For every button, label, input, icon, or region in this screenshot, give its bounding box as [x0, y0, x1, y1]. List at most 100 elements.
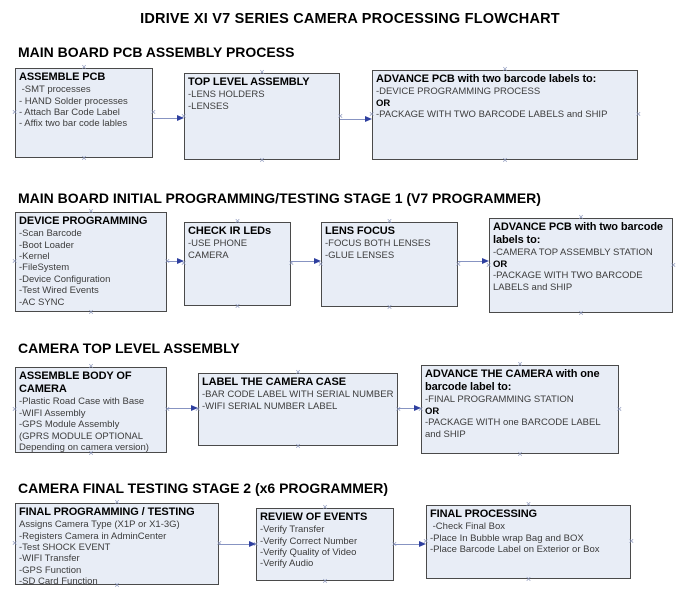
box-item: -Verify Audio: [260, 558, 314, 570]
box-item: -Kernel: [19, 250, 50, 262]
box-title: REVIEW OF EVENTS: [260, 511, 368, 523]
arrowhead-icon: [414, 405, 421, 411]
box-assemble-body-of-camera: ASSEMBLE BODY OF CAMERA -Plastic Road Ca…: [15, 367, 167, 453]
box-item: - Attach Bar Code Label: [19, 106, 120, 118]
box-item: Assigns Camera Type (X1P or X1-3G): [19, 519, 180, 531]
box-items: -Verify Transfer-Verify Correct Number-V…: [257, 524, 393, 570]
box-device-programming: DEVICE PROGRAMMING -Scan Barcode-Boot Lo…: [15, 212, 167, 312]
box-advance-pcb-two-labels: ADVANCE PCB with two barcode labels to: …: [372, 70, 638, 160]
box-item: -Plastic Road Case with Base: [19, 396, 145, 408]
box-item: -FINAL PROGRAMMING STATION: [425, 394, 574, 406]
box-advance-camera-one-label: ADVANCE THE CAMERA with one barcode labe…: [421, 365, 619, 454]
box-item: -GPS Module Assembly: [19, 419, 120, 431]
arrowhead-icon: [249, 541, 256, 547]
box-items: -Check Final Box-Place In Bubble wrap Ba…: [427, 521, 630, 555]
connection-point-marker: [526, 575, 531, 584]
box-item: OR: [493, 258, 508, 270]
box-item: Depending on camera version): [19, 441, 149, 453]
box-items: Assigns Camera Type (X1P or X1-3G)-Regis…: [16, 519, 218, 587]
box-item: -Verify Quality of Video: [260, 546, 357, 558]
box-title: CHECK IR LEDs: [188, 225, 272, 237]
box-title: ADVANCE PCB with two barcode labels to:: [493, 221, 663, 247]
box-title: FINAL PROCESSING: [430, 508, 537, 520]
box-label-the-camera-case: LABEL THE CAMERA CASE -BAR CODE LABEL WI…: [198, 373, 398, 446]
box-item: -PACKAGE WITH one BARCODE LABEL and SHIP: [425, 417, 603, 440]
box-item: -Boot Loader: [19, 239, 74, 251]
box-title: FINAL PROGRAMMING / TESTING: [19, 506, 195, 518]
connection-point-marker: [502, 156, 507, 165]
connection-point-marker: [578, 309, 583, 318]
arrow-shaft: [458, 261, 484, 262]
box-item: OR: [376, 97, 391, 109]
connector-arrow: [340, 115, 372, 125]
box-check-ir-leds: CHECK IR LEDs -USE PHONE CAMERA: [184, 222, 291, 306]
page-title: IDRIVE XI V7 SERIES CAMERA PROCESSING FL…: [140, 11, 560, 27]
connection-point-marker: [259, 156, 264, 165]
arrowhead-icon: [365, 116, 372, 122]
arrowhead-icon: [419, 541, 426, 547]
box-item: -Verify Transfer: [260, 524, 325, 536]
connector-arrow: [167, 404, 198, 414]
box-item: -Check Final Box: [430, 521, 505, 533]
box-title: ADVANCE THE CAMERA with one barcode labe…: [425, 368, 600, 394]
box-item: -USE PHONE CAMERA: [188, 238, 250, 261]
connection-point-marker: [387, 303, 392, 312]
box-title: LENS FOCUS: [325, 225, 395, 237]
box-item: - HAND Solder processes: [19, 95, 128, 107]
box-item: -AC SYNC: [19, 296, 65, 308]
box-item: - Affix two bar code lables: [19, 118, 128, 130]
box-items: -FOCUS BOTH LENSES-GLUE LENSES: [322, 238, 457, 261]
arrow-shaft: [291, 261, 316, 262]
box-item: -Verify Correct Number: [260, 535, 358, 547]
arrowhead-icon: [177, 115, 184, 121]
section-heading-final-testing-stage2: CAMERA FINAL TESTING STAGE 2 (x6 PROGRAM…: [18, 480, 388, 496]
box-title: TOP LEVEL ASSEMBLY: [188, 76, 310, 88]
connection-point-marker: [295, 442, 300, 451]
box-title: LABEL THE CAMERA CASE: [202, 376, 346, 388]
box-item: -Scan Barcode: [19, 228, 82, 240]
section-heading-programming-stage1: MAIN BOARD INITIAL PROGRAMMING/TESTING S…: [18, 190, 541, 206]
arrow-shaft: [398, 408, 416, 409]
connection-point-marker: [81, 154, 86, 163]
box-item: -BAR CODE LABEL WITH SERIAL NUMBER: [202, 389, 394, 401]
box-item: -Device Configuration: [19, 273, 111, 285]
box-item: -PACKAGE WITH TWO BARCODE LABELS and SHI…: [493, 270, 646, 293]
box-title: DEVICE PROGRAMMING: [19, 215, 148, 227]
box-items: -USE PHONE CAMERA: [185, 238, 290, 261]
arrow-shaft: [167, 408, 193, 409]
arrow-shaft: [153, 118, 179, 119]
box-item: -WIFI Assembly: [19, 407, 86, 419]
box-item: (GPRS MODULE OPTIONAL: [19, 430, 144, 442]
connector-arrow: [153, 114, 184, 124]
connector-arrow: [394, 540, 426, 550]
box-item: -LENS HOLDERS: [188, 89, 265, 101]
box-top-level-assembly: TOP LEVEL ASSEMBLY -LENS HOLDERS-LENSES: [184, 73, 340, 160]
arrowhead-icon: [314, 258, 321, 264]
box-items: -Scan Barcode-Boot Loader-Kernel-FileSys…: [16, 228, 166, 308]
box-items: -SMT processes- HAND Solder processes- A…: [16, 84, 152, 130]
connector-arrow: [167, 257, 184, 267]
box-item: OR: [425, 405, 440, 417]
box-item: -Test Wired Events: [19, 285, 99, 297]
box-item: -GPS Function: [19, 564, 82, 576]
arrow-shaft: [340, 119, 367, 120]
connection-point-marker: [517, 450, 522, 459]
box-item: -SMT processes: [19, 84, 91, 96]
box-items: -LENS HOLDERS-LENSES: [185, 89, 339, 112]
box-item: -PACKAGE WITH TWO BARCODE LABELS and SHI…: [376, 108, 608, 120]
box-advance-pcb-two-labels-stage1: ADVANCE PCB with two barcode labels to: …: [489, 218, 673, 313]
box-final-programming-testing: FINAL PROGRAMMING / TESTING Assigns Came…: [15, 503, 219, 587]
connector-arrow: [458, 257, 489, 267]
arrow-shaft: [219, 544, 251, 545]
box-lens-focus: LENS FOCUS -FOCUS BOTH LENSES-GLUE LENSE…: [321, 222, 458, 307]
connector-arrow: [398, 404, 421, 414]
arrow-shaft: [167, 261, 179, 262]
box-item: -DEVICE PROGRAMMING PROCESS: [376, 86, 541, 98]
connection-point-marker: [322, 577, 327, 586]
box-items: -BAR CODE LABEL WITH SERIAL NUMBER-WIFI …: [199, 389, 397, 412]
box-assemble-pcb: ASSEMBLE PCB -SMT processes- HAND Solder…: [15, 68, 153, 158]
